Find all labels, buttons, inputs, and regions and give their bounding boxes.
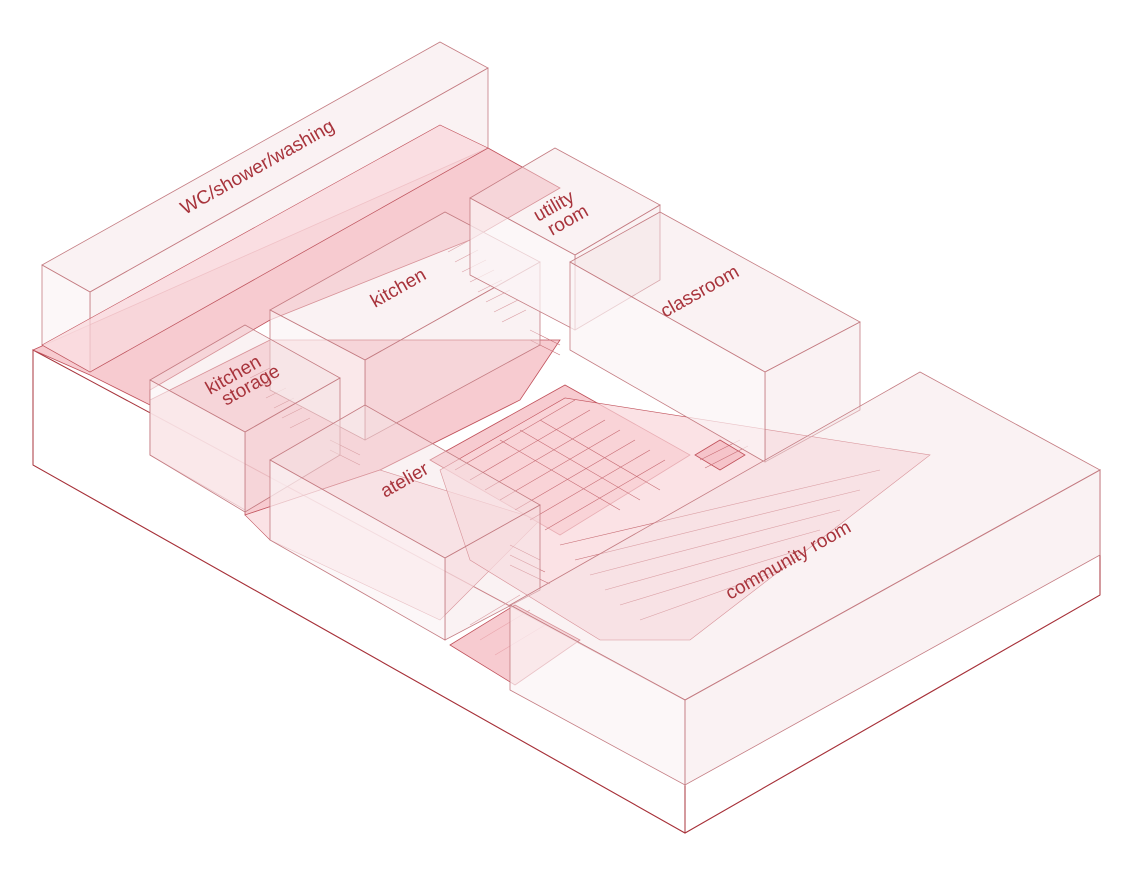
court-paving-pattern (454, 399, 881, 656)
stairs (249, 239, 749, 585)
volume-kitchen-storage (149, 324, 341, 513)
stair-classroom (694, 439, 749, 471)
volume-classroom (569, 211, 861, 463)
volume-atelier (269, 404, 541, 641)
volume-wc (41, 41, 489, 373)
volume-community (509, 371, 1101, 786)
stair-atelier (509, 544, 551, 585)
